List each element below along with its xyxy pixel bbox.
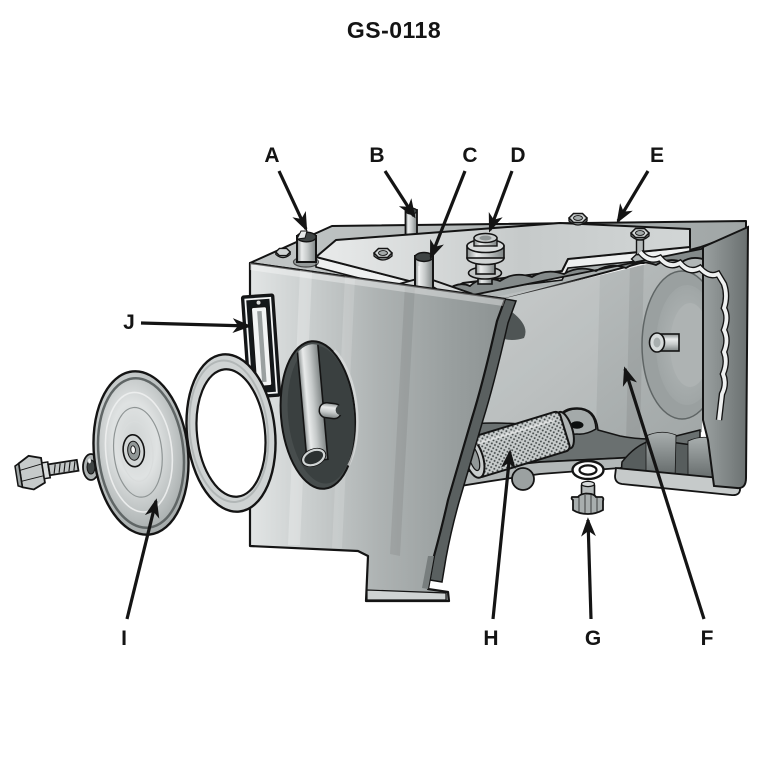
callout-letter-h: H xyxy=(483,627,498,650)
callout-letter-c: C xyxy=(462,144,477,167)
callout-letter-f: F xyxy=(701,627,714,650)
callout-letter-e: E xyxy=(650,144,664,167)
rim-bolt xyxy=(274,247,292,259)
callout-a: A xyxy=(264,144,308,232)
inner-pipe-stub xyxy=(648,332,680,353)
callout-letter-g: G xyxy=(585,627,601,650)
breather-pipe-a xyxy=(292,230,320,268)
drain-hole xyxy=(570,421,584,429)
cover-gasket-ring xyxy=(185,353,277,513)
access-opening xyxy=(279,340,359,490)
callout-g: G xyxy=(581,517,601,650)
callout-e: E xyxy=(616,144,664,224)
drain-plug-oring xyxy=(571,459,605,481)
access-cover-plate xyxy=(92,370,190,536)
face-streak xyxy=(390,284,415,556)
callout-d: D xyxy=(488,144,526,233)
callout-c: C xyxy=(429,144,478,260)
plate-bolt-left xyxy=(372,247,394,261)
floor-boss-tab xyxy=(511,467,535,491)
cut-border-squiggle-fill xyxy=(638,250,729,421)
callout-f: F xyxy=(622,366,714,650)
hydraulic-tank xyxy=(240,207,750,603)
left-foot-flange xyxy=(366,589,447,601)
callout-letter-b: B xyxy=(369,144,384,167)
callout-letter-i: I xyxy=(121,627,127,650)
callout-b: B xyxy=(369,144,416,219)
stub-tip xyxy=(335,405,346,416)
hole-rim-highlight xyxy=(333,349,359,467)
callout-j: J xyxy=(123,311,252,334)
top-edge-highlight xyxy=(250,263,505,306)
leg-side-shade xyxy=(422,556,434,589)
callout-letter-d: D xyxy=(510,144,525,167)
callout-h: H xyxy=(483,449,516,650)
cover-bolt xyxy=(14,454,80,491)
callout-i: I xyxy=(121,498,160,650)
suction-tube-mouth xyxy=(414,251,434,263)
drain-plug xyxy=(570,480,605,515)
filler-breather-cap xyxy=(466,232,505,285)
internal-pipe-mouth xyxy=(302,448,326,467)
figure-title: GS-0118 xyxy=(347,17,441,43)
callout-letter-j: J xyxy=(123,311,135,334)
plate-bolt-right xyxy=(567,212,589,226)
plate-bolt-front xyxy=(629,227,651,241)
callout-letter-a: A xyxy=(264,144,279,167)
